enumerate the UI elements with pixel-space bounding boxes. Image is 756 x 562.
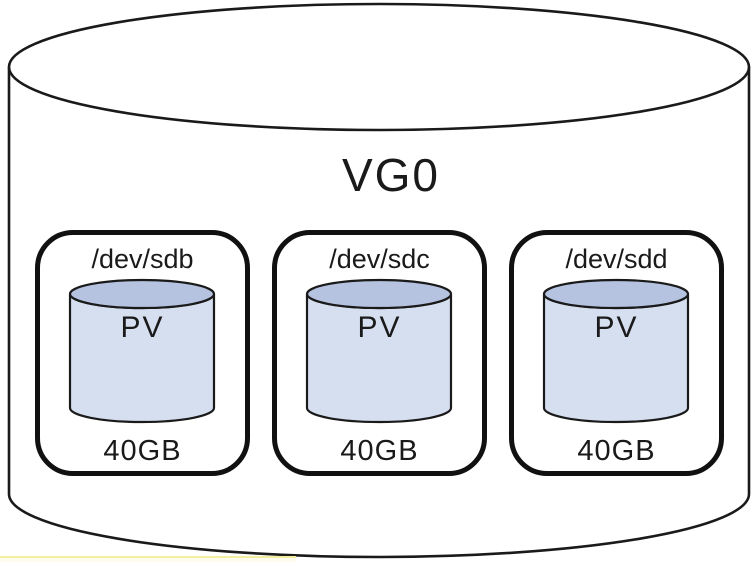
pv-cylinder-icon: [68, 278, 216, 424]
pv-device-label: /dev/sdc: [329, 244, 430, 274]
volume-group-cylinder-walls: [7, 67, 751, 559]
pv-size-label: 40GB: [103, 435, 182, 467]
pv-cylinder-icon: [542, 278, 690, 424]
pv-type-label: PV: [120, 311, 165, 344]
pv-type-label: PV: [594, 311, 639, 344]
pv-size-label: 40GB: [340, 435, 419, 467]
pv-device-label: /dev/sdd: [565, 244, 668, 274]
pv-device-label: /dev/sdb: [91, 244, 194, 274]
highlight-artifact-strip: [0, 556, 296, 562]
volume-group-label: VG0: [341, 149, 441, 201]
pv-box-sdb: /dev/sdb PV 40GB: [35, 230, 250, 476]
pv-cylinder-icon: [305, 278, 453, 424]
pv-box-sdc: /dev/sdc PV 40GB: [272, 230, 487, 476]
volume-group-cylinder-top: [7, 2, 751, 132]
pv-type-label: PV: [357, 311, 402, 344]
pv-box-sdd: /dev/sdd PV 40GB: [509, 230, 724, 476]
pv-size-label: 40GB: [577, 435, 656, 467]
